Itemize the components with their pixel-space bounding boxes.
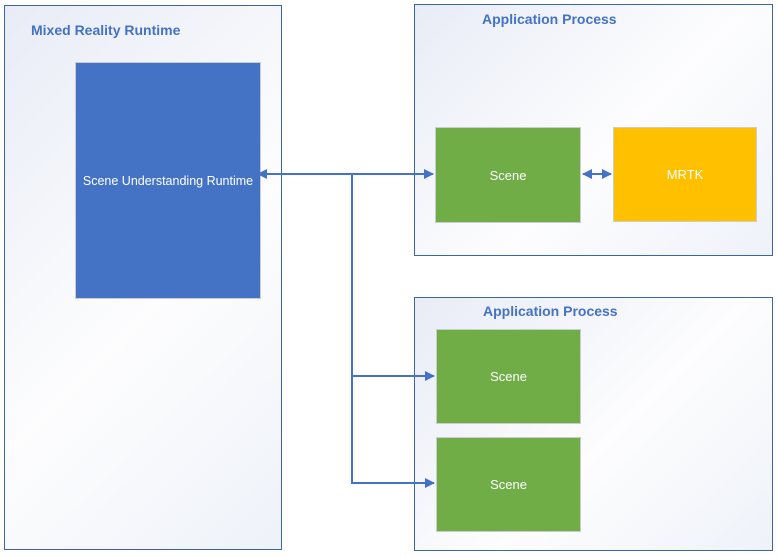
scene-box-3-label: Scene	[490, 477, 527, 492]
scene-box-1: Scene	[435, 127, 581, 223]
scene-understanding-runtime-box: Scene Understanding Runtime	[75, 62, 261, 299]
mixed-reality-runtime-title: Mixed Reality Runtime	[31, 22, 181, 38]
scene-understanding-runtime-label: Scene Understanding Runtime	[82, 173, 254, 188]
scene-box-2-label: Scene	[490, 369, 527, 384]
scene-box-3: Scene	[436, 437, 581, 532]
scene-box-1-label: Scene	[489, 167, 527, 183]
application-process-1-title: Application Process	[482, 11, 617, 27]
mrtk-box-label: MRTK	[666, 167, 704, 182]
mrtk-box: MRTK	[613, 127, 757, 222]
container-mixed-reality-runtime: Mixed Reality Runtime Scene Understandin…	[4, 5, 282, 550]
application-process-2-title: Application Process	[483, 303, 618, 319]
scene-box-2: Scene	[436, 329, 581, 424]
